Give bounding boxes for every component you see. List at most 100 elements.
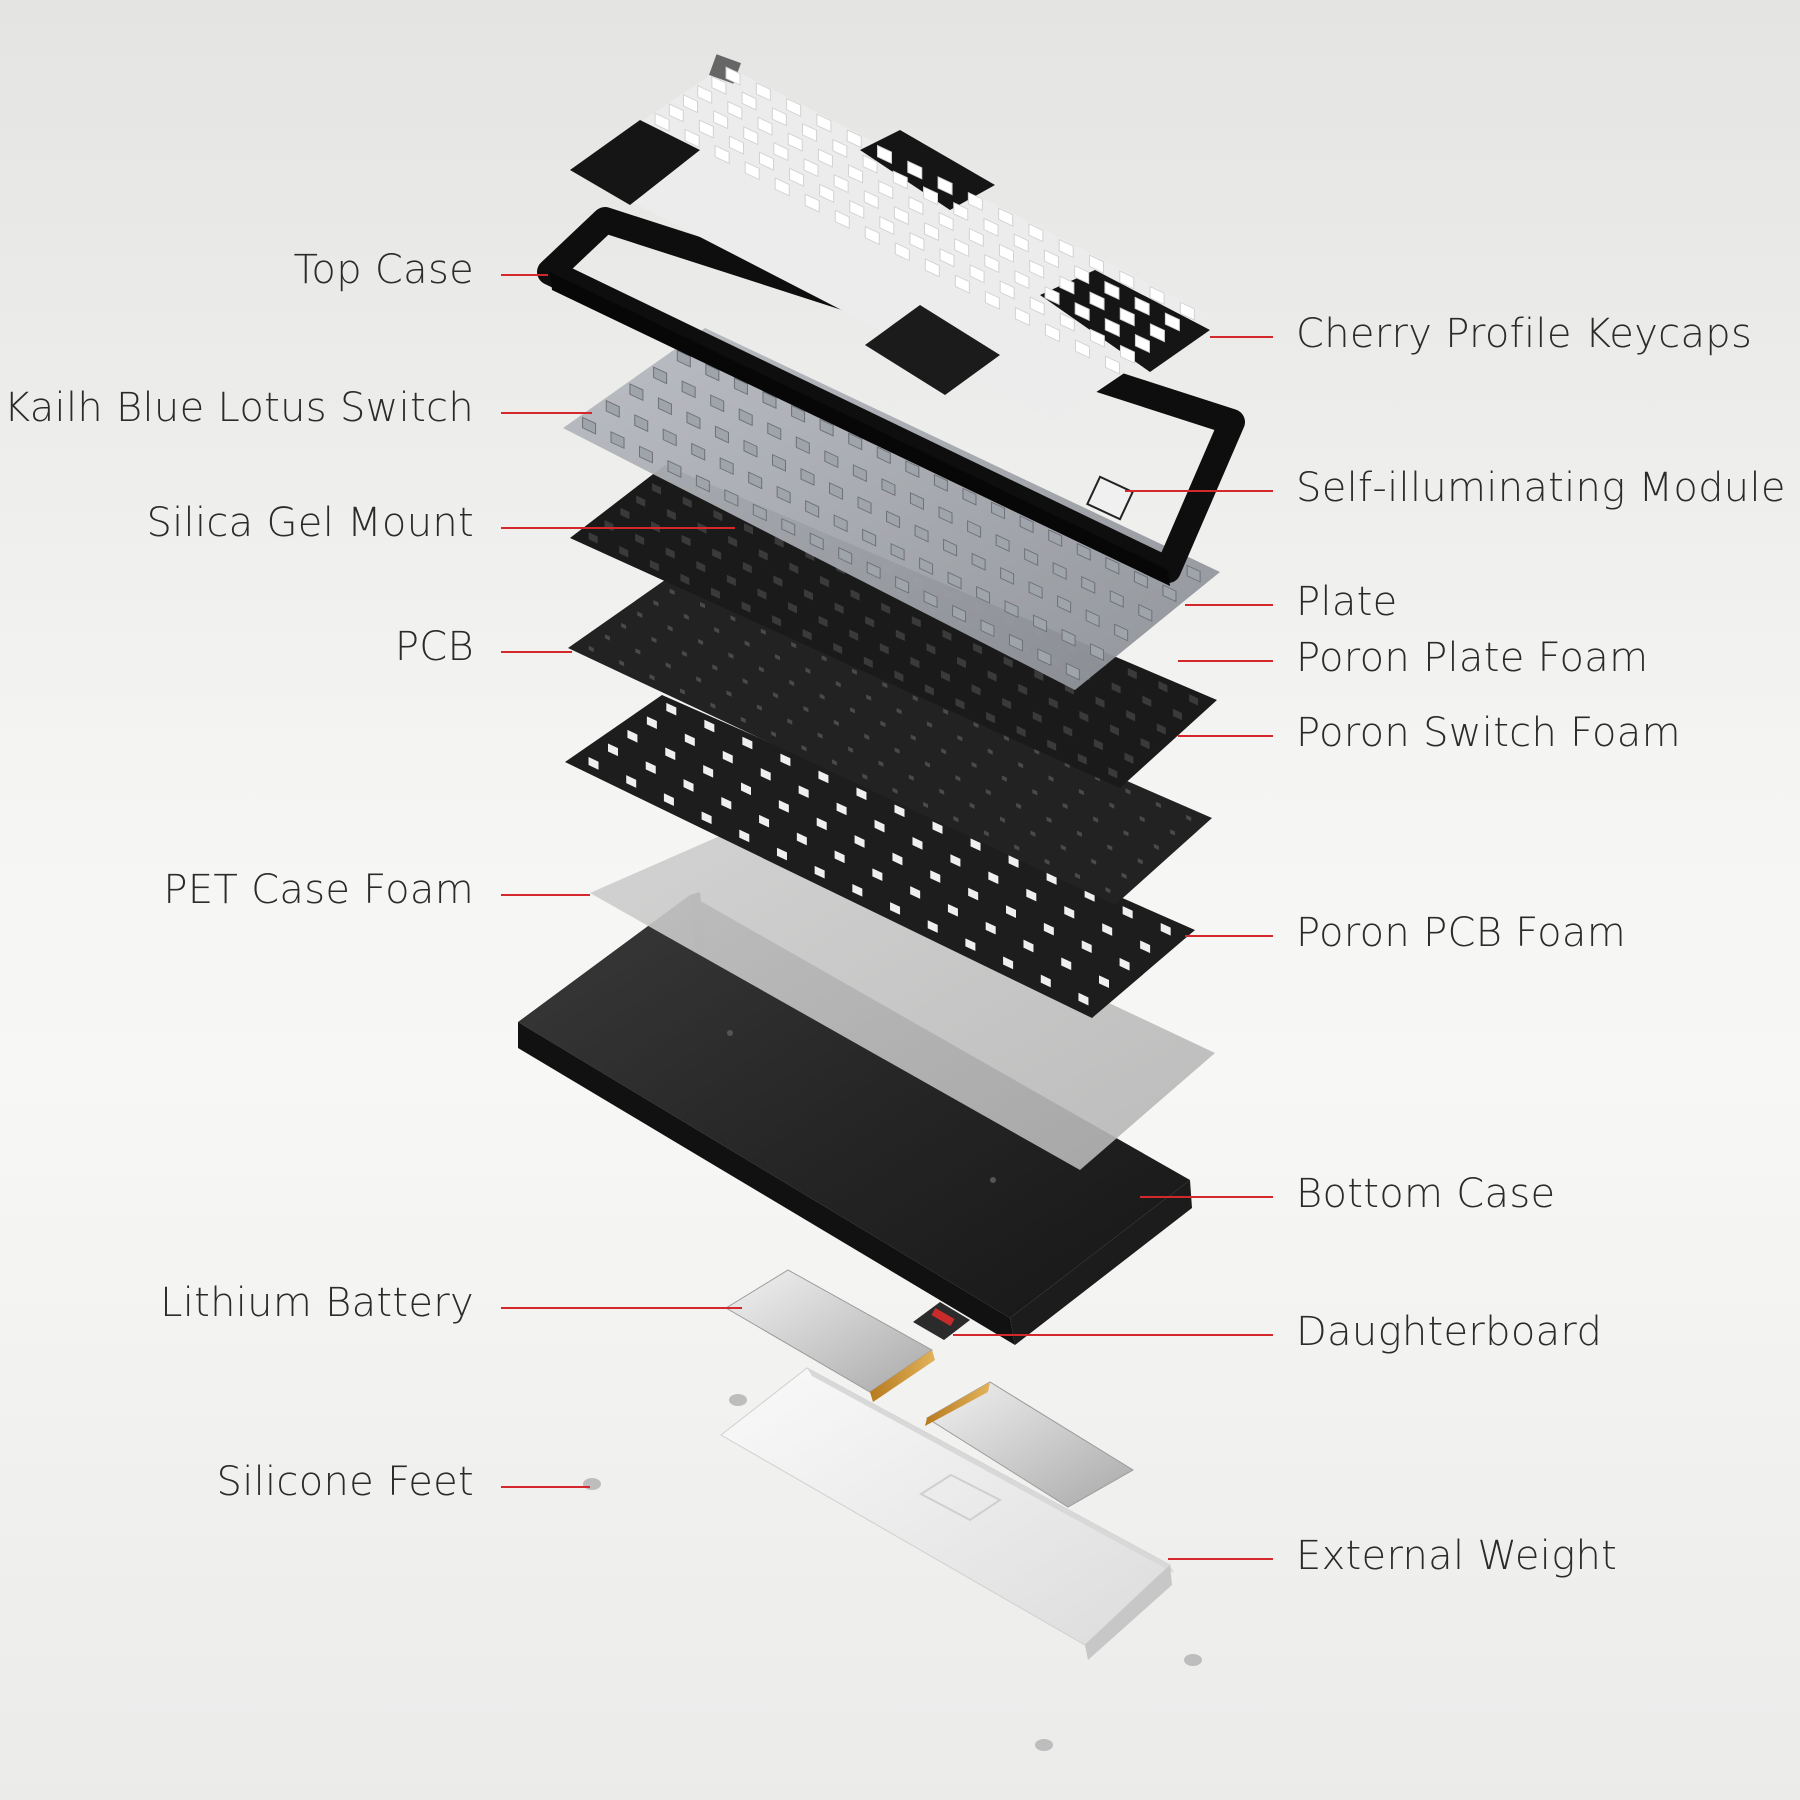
pcb-hole — [665, 662, 671, 669]
pcb-hole — [787, 718, 793, 725]
keycap — [711, 75, 727, 95]
switch — [962, 487, 977, 506]
pcb-hole — [1001, 775, 1007, 782]
plate-foam-cutout — [1127, 667, 1137, 680]
switch — [610, 431, 625, 450]
plate-foam-cutout — [986, 711, 996, 724]
keycap — [983, 217, 999, 237]
poron-plate-foam-part — [570, 465, 1217, 788]
keycap — [714, 144, 730, 165]
keycap — [893, 206, 909, 226]
pcb-foam-cutout — [780, 753, 791, 767]
pcb-hole — [1139, 815, 1145, 823]
switch — [776, 485, 791, 504]
pcb-hole — [866, 694, 872, 701]
switch — [667, 460, 682, 478]
switch — [876, 446, 891, 465]
keycap — [998, 207, 1014, 227]
leader-line-poron-pcb-foam — [1185, 935, 1273, 937]
plate-foam-cutout — [757, 588, 767, 600]
switch — [686, 411, 701, 430]
switch — [638, 445, 653, 464]
pcb-foam-cutout — [988, 871, 999, 885]
switch — [824, 450, 839, 469]
pcb-hole — [1034, 748, 1040, 755]
pcb-foam-cutout — [874, 819, 885, 833]
switch — [1057, 595, 1072, 614]
plate-foam-cutout — [1172, 708, 1182, 721]
switch — [952, 604, 967, 623]
pcb-hole — [728, 652, 734, 659]
plate-foam-cutout — [620, 507, 630, 520]
keycap — [713, 110, 729, 130]
pcb-hole — [791, 641, 797, 649]
switch — [1000, 566, 1015, 585]
keycap — [1119, 270, 1135, 290]
keycap — [1088, 254, 1104, 274]
top-case-part — [537, 207, 1245, 586]
plate-foam-cutout — [911, 616, 921, 628]
switch — [909, 492, 924, 511]
keycap — [1013, 233, 1029, 253]
pcb-hole — [985, 788, 991, 796]
keycap — [968, 227, 984, 248]
switch — [819, 418, 834, 437]
keycap — [1074, 301, 1090, 322]
label-lithium-battery: Lithium Battery — [160, 1280, 474, 1326]
pcb-hole — [835, 680, 841, 688]
pcb-hole — [850, 707, 855, 714]
switch — [848, 432, 863, 451]
pcb-foam-cutout — [816, 817, 827, 831]
keycap — [802, 122, 818, 143]
plate-foam-cutout — [681, 534, 691, 547]
keycap — [1029, 296, 1045, 316]
pcb-foam-cutout — [778, 800, 789, 813]
switch — [923, 590, 938, 609]
pcb-foam-cutout — [721, 796, 732, 810]
leader-line-pcb — [501, 651, 572, 653]
plate-foam-cutout — [696, 561, 706, 573]
keycap — [984, 290, 1000, 310]
pcb-hole — [955, 775, 961, 782]
keycap — [1089, 291, 1105, 311]
pcb-foam-cutout — [1140, 940, 1151, 954]
keycap — [846, 129, 862, 149]
keycap — [698, 119, 714, 139]
keycap — [1029, 259, 1045, 279]
pcb-hole — [983, 830, 989, 837]
pcb-hole — [833, 719, 839, 727]
pcb-hole — [971, 761, 977, 769]
pcb-hole — [696, 676, 702, 683]
keycap — [755, 82, 771, 102]
pcb-foam-cutout — [684, 733, 695, 747]
keycap — [1014, 306, 1030, 327]
plate-foam-cutout — [1077, 753, 1087, 765]
keycap — [727, 100, 743, 120]
plate-foam-cutout — [773, 575, 783, 587]
plate-foam-cutout — [895, 629, 905, 642]
pcb-foam-cutout — [836, 802, 847, 816]
pcb-hole — [819, 693, 825, 700]
plate-foam-cutout — [588, 532, 598, 544]
plate-foam-cutout — [774, 536, 784, 548]
pcb-foam-cutout — [776, 847, 787, 861]
switch — [1019, 515, 1034, 534]
keycap — [668, 103, 684, 123]
pcb-foam-cutout — [760, 768, 771, 781]
switch — [895, 575, 910, 594]
pcb-hole — [758, 666, 764, 673]
switch — [762, 391, 777, 409]
pcb-foam-cutout — [1046, 872, 1057, 885]
plate-foam-cutout — [788, 602, 798, 614]
plate-foam-cutout — [772, 615, 782, 627]
plate-foam-cutout — [1002, 697, 1012, 710]
label-top-case: Top Case — [293, 247, 474, 293]
pcb-foam-cutout — [739, 829, 750, 843]
plate-foam-cutout — [650, 521, 660, 533]
pcb-hole — [771, 730, 777, 738]
plate-foam-cutout — [1126, 709, 1136, 722]
switch — [967, 520, 982, 539]
plate-foam-cutout — [1048, 697, 1058, 709]
keycap — [937, 176, 953, 196]
